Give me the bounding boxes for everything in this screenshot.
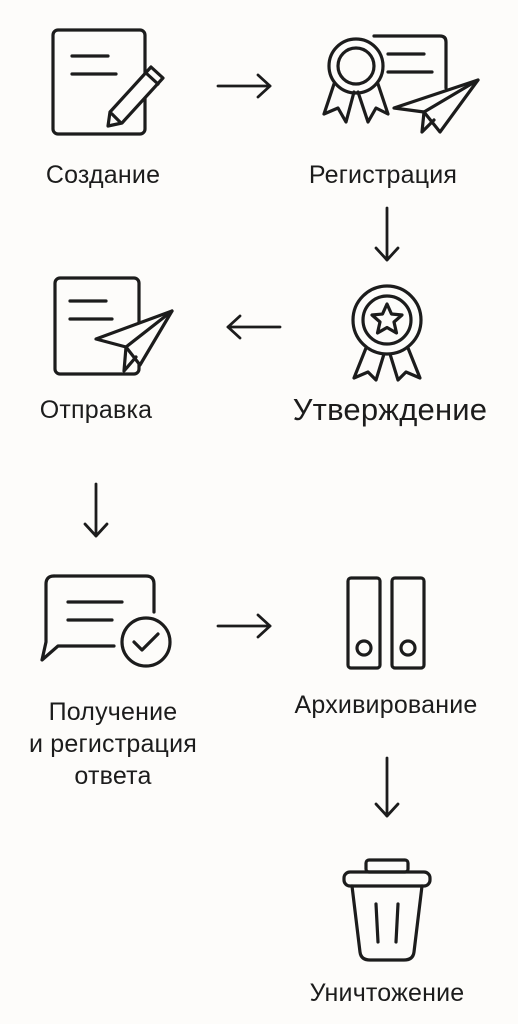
arrow-right-icon xyxy=(216,612,274,640)
step-label-creation: Создание xyxy=(45,161,161,189)
document-pen-icon xyxy=(50,26,170,138)
step-label-approval: Утверждение xyxy=(292,392,488,427)
arrow-down-icon xyxy=(372,756,402,820)
arrow-down-icon xyxy=(81,482,111,540)
step-label-sending: Отправка xyxy=(39,396,153,424)
chat-bubble-check-icon xyxy=(40,572,176,672)
arrow-right-icon xyxy=(216,72,274,100)
certificate-paper-plane-icon xyxy=(316,28,486,138)
step-label-response: Получение и регистрация ответа xyxy=(29,698,197,790)
document-paper-plane-icon xyxy=(52,275,178,379)
binders-icon xyxy=(344,574,430,672)
arrow-left-icon xyxy=(224,313,282,341)
arrow-down-icon xyxy=(372,206,402,264)
award-ribbon-star-icon xyxy=(346,282,428,382)
step-label-destruction: Уничтожение xyxy=(309,979,465,1007)
trash-bin-icon xyxy=(340,856,434,964)
step-label-archiving: Архивирование xyxy=(294,691,478,719)
step-label-registration: Регистрация xyxy=(308,161,458,189)
